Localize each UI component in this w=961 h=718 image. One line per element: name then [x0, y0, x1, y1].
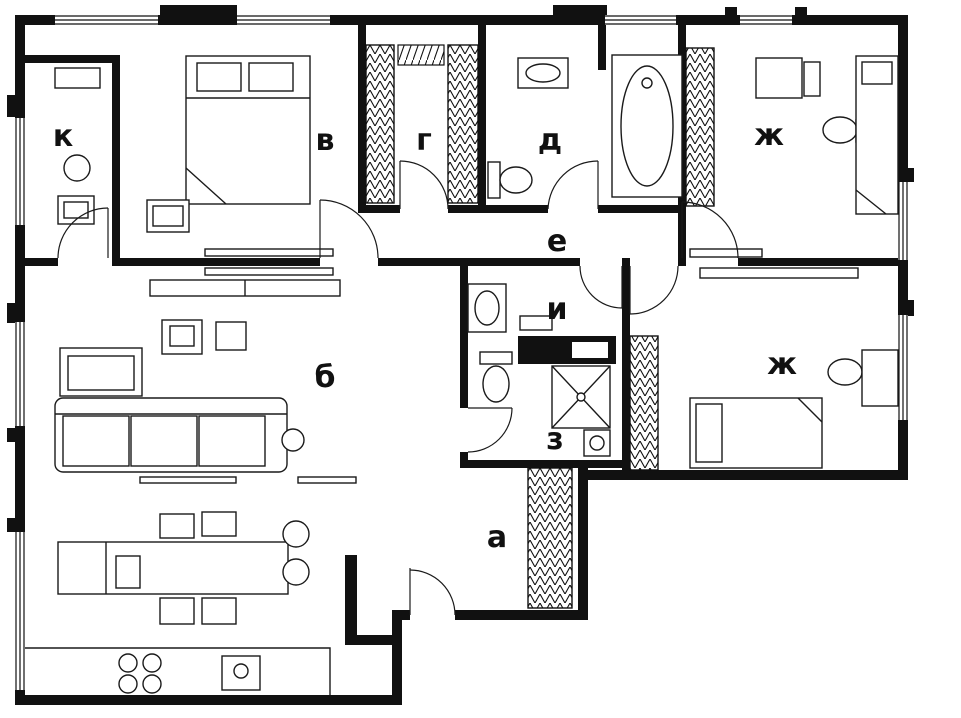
stool	[146, 199, 190, 233]
doors	[57, 160, 739, 616]
room-label-d: д	[538, 123, 562, 158]
window	[898, 182, 908, 260]
door-zh2	[629, 265, 679, 315]
armchair	[59, 347, 143, 397]
window	[740, 15, 792, 25]
door-d	[547, 160, 599, 210]
room-label-k: к	[53, 119, 73, 154]
bench	[204, 248, 334, 257]
corner-sink	[583, 429, 611, 457]
washing-machine	[63, 154, 91, 182]
room-label-i: и	[546, 292, 567, 327]
chair	[201, 511, 237, 537]
toilet	[479, 351, 513, 403]
dining-table	[57, 541, 289, 595]
room-labels: к в г д ж е и б ж з а	[53, 118, 797, 555]
side-table	[215, 321, 247, 351]
room-label-zh2: ж	[767, 347, 797, 382]
clothes-rod-hatch	[397, 44, 445, 66]
wardrobe-hatch	[527, 467, 573, 609]
sofa	[54, 397, 288, 473]
windows	[15, 15, 908, 690]
toilet	[487, 161, 533, 199]
furniture	[25, 54, 899, 695]
bathtub	[611, 54, 683, 198]
stove	[118, 653, 162, 694]
window	[237, 15, 330, 25]
window	[605, 15, 676, 25]
desk	[755, 57, 821, 99]
window	[55, 15, 158, 25]
kitchen-counter	[25, 647, 331, 695]
desk-chair	[827, 358, 863, 386]
chair	[159, 513, 195, 539]
room-label-e: е	[547, 224, 567, 259]
bed	[855, 55, 899, 215]
kitchen-sink	[221, 655, 261, 691]
door-v	[319, 199, 379, 259]
wardrobe-hatch	[685, 47, 715, 207]
shelf	[54, 67, 101, 89]
chair	[201, 597, 237, 625]
room-label-g: г	[416, 123, 432, 158]
wardrobe-hatch	[365, 44, 395, 204]
console	[699, 267, 859, 279]
door-g	[399, 160, 449, 210]
chair	[282, 558, 310, 586]
bed	[185, 55, 311, 205]
desk	[861, 349, 899, 407]
sink	[467, 283, 507, 333]
coffee-table	[281, 428, 305, 452]
door-k	[57, 207, 109, 259]
room-label-v: в	[316, 123, 335, 158]
room-label-a: а	[487, 520, 507, 555]
room-label-b: б	[315, 360, 336, 395]
door-z	[467, 407, 513, 453]
shelf	[519, 315, 553, 331]
wardrobe-hatch	[629, 335, 659, 471]
window	[15, 532, 25, 690]
tv	[204, 267, 334, 276]
side-table	[161, 319, 203, 355]
wardrobe-hatch	[447, 44, 479, 204]
wardrobes	[365, 44, 715, 609]
room-label-z: з	[546, 422, 563, 457]
door-zh1	[681, 201, 739, 259]
chair	[159, 597, 195, 625]
window	[15, 118, 25, 225]
door-i	[579, 265, 623, 309]
threshold	[139, 476, 237, 484]
entrance-door	[409, 568, 456, 616]
washer-counter	[518, 336, 616, 364]
tv-console	[149, 279, 341, 297]
window	[898, 315, 908, 420]
bed	[689, 397, 823, 469]
room-label-zh1: ж	[754, 118, 784, 153]
threshold	[297, 476, 357, 484]
console	[689, 248, 763, 258]
chair	[282, 520, 310, 548]
sink	[517, 57, 569, 89]
window	[15, 322, 25, 426]
shower-stall	[551, 365, 611, 429]
